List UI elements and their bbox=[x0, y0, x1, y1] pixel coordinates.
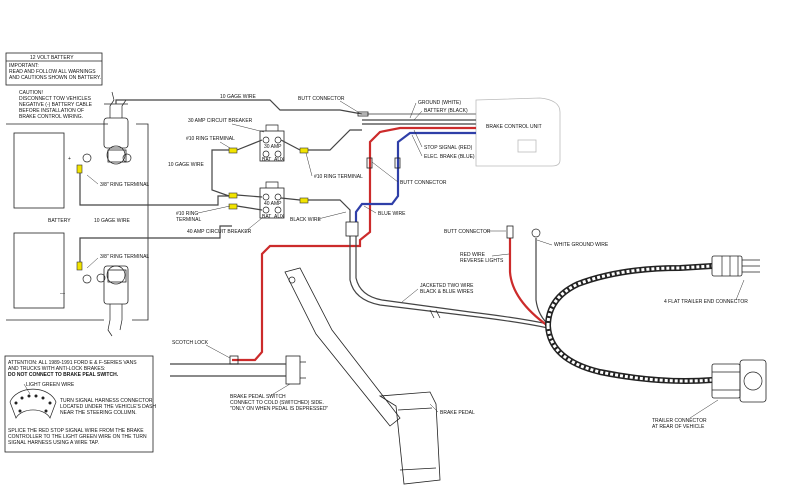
four-flat-connector bbox=[711, 255, 760, 277]
battery-note-box: 12 VOLT BATTERY IMPORTANT: READ AND FOLL… bbox=[5, 52, 103, 86]
ring10-a-label: #10 RING TERMINAL bbox=[186, 136, 235, 142]
terminal-30-left bbox=[228, 147, 238, 154]
butt-connector-top bbox=[357, 111, 369, 117]
jacketed-label-2: BLACK & BLUE WIRES bbox=[420, 289, 474, 295]
breaker-30-aux-mark: AUX bbox=[274, 157, 285, 163]
butt-connector-mid bbox=[366, 157, 373, 169]
ring10-c-label-2: TERMINAL bbox=[176, 217, 202, 223]
trailer-connector bbox=[711, 359, 767, 403]
gage-wire-battery-label: 10 GAGE WIRE bbox=[94, 218, 131, 224]
breaker-30-label: 30 AMP CIRCUIT BREAKER bbox=[188, 118, 253, 124]
battery-note-line-1: IMPORTANT: bbox=[9, 63, 39, 69]
reverse-light-wire bbox=[508, 238, 549, 327]
ring-terminal-bottom-label: 3/8" RING TERMINAL bbox=[100, 254, 149, 260]
battery-positive-symbol: + bbox=[68, 156, 71, 162]
trailer-connector-label-2: AT REAR OF VEHICLE bbox=[652, 424, 705, 430]
four-flat-label: 4 FLAT TRAILER END CONNECTOR bbox=[664, 299, 748, 305]
caution-line-5: BRAKE CONTROL WIRING. bbox=[19, 114, 83, 120]
red-wire-label-2: REVERSE LIGHTS bbox=[460, 258, 504, 264]
trailer-connector-label-1: TRAILER CONNECTOR bbox=[652, 418, 707, 424]
ring-terminal-positive bbox=[76, 153, 140, 206]
elec-brake-blue-label: ELEC. BRAKE (BLUE) bbox=[424, 154, 475, 160]
ring10-c-label-1: #10 RING bbox=[176, 211, 198, 217]
terminal-40-right bbox=[299, 197, 309, 204]
breaker-40-amp-mark: 40 AMP bbox=[264, 201, 282, 207]
jacketed-two-wire bbox=[349, 236, 549, 329]
ground-white-label: GROUND (WHITE) bbox=[418, 100, 461, 106]
red-wire-label-1: RED WIRE bbox=[460, 252, 486, 258]
stop-signal-red-label: STOP SIGNAL (RED) bbox=[424, 145, 473, 151]
terminal-40-left-top bbox=[228, 192, 238, 199]
trailer-harness bbox=[545, 263, 713, 384]
brake-pedal-label: BRAKE PEDAL bbox=[440, 410, 475, 416]
attention-line-1: ATTENTION: ALL 1989-1991 FORD E & F-SERI… bbox=[8, 360, 137, 366]
splice-line-3: SIGNAL HARNESS USING A WIRE TAP. bbox=[8, 440, 99, 446]
battery-note-title: 12 VOLT BATTERY bbox=[30, 55, 74, 61]
stop-signal-wire bbox=[232, 126, 476, 362]
brake-pedal-switch-label-3: "ONLY ON WHEN PEDAL IS DEPRESSED" bbox=[230, 406, 328, 412]
positive-battery-clamp bbox=[103, 91, 132, 165]
brake-control-unit-label: BRAKE CONTROL UNIT bbox=[486, 124, 542, 130]
terminal-40-left-bottom bbox=[228, 203, 238, 210]
jacketed-label-1: JACKETED TWO WIRE bbox=[420, 283, 474, 289]
black-wire-label: BLACK WIRE bbox=[290, 217, 322, 223]
breaker-40-bat-mark: BAT bbox=[262, 214, 271, 220]
splice-line-1: SPLICE THE RED STOP SIGNAL WIRE FROM THE… bbox=[8, 428, 144, 434]
breaker-40-label: 40 AMP CIRCUIT BREAKER bbox=[187, 229, 252, 235]
circuit-breaker-40: 40 AMP BAT AUX bbox=[259, 181, 285, 220]
battery-black-label: BATTERY (BLACK) bbox=[424, 108, 468, 114]
caution-line-1: CAUTION! bbox=[19, 90, 43, 96]
ring10-b-label: #10 RING TERMINAL bbox=[314, 174, 363, 180]
breaker-30-bat-mark: BAT bbox=[262, 157, 271, 163]
attention-line-2: AND TRUCKS WITH ANTI-LOCK BRAKES: bbox=[8, 366, 105, 372]
scotch-lock-label: SCOTCH LOCK bbox=[172, 340, 209, 346]
gage-wire-top-label: 10 GAGE WIRE bbox=[220, 94, 257, 100]
caution-line-2: DISCONNECT TOW VEHICLES bbox=[19, 96, 92, 102]
brake-control-unit: BRAKE CONTROL UNIT bbox=[475, 97, 561, 167]
battery-negative-symbol: — bbox=[60, 291, 65, 297]
battery-label: BATTERY bbox=[48, 218, 71, 224]
attention-bold-line: DO NOT CONNECT TO BRAKE PEAL SWITCH. bbox=[8, 372, 119, 378]
gage-wire-top bbox=[115, 99, 363, 115]
harness-line-1: TURN SIGNAL HARNESS CONNECTOR bbox=[60, 398, 153, 404]
ring-terminal-negative bbox=[76, 225, 232, 284]
gage-wire-mid-label: 10 GAGE WIRE bbox=[168, 162, 205, 168]
splice-line-2: CONTROLLER TO THE LIGHT GREEN WIRE ON TH… bbox=[8, 434, 147, 440]
butt-connector-mid-label: BUTT CONNECTOR bbox=[400, 180, 447, 186]
harness-line-2: LOCATED UNDER THE VEHICLE'S DASH bbox=[60, 404, 156, 410]
harness-line-3: NEAR THE STEERING COLUMN. bbox=[60, 410, 137, 416]
battery-note-line-3: AND CAUTIONS SHOWN ON BATTERY. bbox=[9, 75, 101, 81]
elec-brake-wire bbox=[354, 131, 476, 236]
caution-note: CAUTION! DISCONNECT TOW VEHICLES NEGATIV… bbox=[19, 90, 93, 120]
circuit-breaker-30: 30 AMP BAT AUX bbox=[259, 124, 285, 163]
ring-terminal-top-label: 3/8" RING TERMINAL bbox=[100, 182, 149, 188]
butt-connector-low-label: BUTT CONNECTOR bbox=[444, 229, 491, 235]
breaker-30-amp-mark: 30 AMP bbox=[264, 144, 282, 150]
butt-connector-top-label: BUTT CONNECTOR bbox=[298, 96, 345, 102]
brake-pedal-switch-label-1: BRAKE PEDAL SWITCH bbox=[230, 394, 286, 400]
caution-line-4: BEFORE INSTALLATION OF bbox=[19, 108, 84, 114]
negative-battery-clamp bbox=[96, 265, 129, 337]
brake-pedal-switch-label-2: CONNECT TO COLD (SWITCHED) SIDE. bbox=[230, 400, 324, 406]
brake-pedal-switch bbox=[170, 355, 306, 385]
brake-pedal bbox=[284, 267, 441, 485]
caution-line-3: NEGATIVE (-) BATTERY CABLE bbox=[19, 102, 93, 108]
battery: BATTERY + — bbox=[6, 123, 149, 321]
attention-box: ATTENTION: ALL 1989-1991 FORD E & F-SERI… bbox=[4, 355, 156, 453]
light-green-label: LIGHT GREEN WIRE bbox=[26, 382, 75, 388]
breaker-40-aux-mark: AUX bbox=[274, 214, 285, 220]
battery-note-line-2: READ AND FOLLOW ALL WARNINGS bbox=[9, 69, 96, 75]
white-ground-wire-label: WHITE GROUND WIRE bbox=[554, 242, 609, 248]
blue-wire-label: BLUE WIRE bbox=[378, 211, 406, 217]
terminal-30-right bbox=[299, 147, 309, 154]
